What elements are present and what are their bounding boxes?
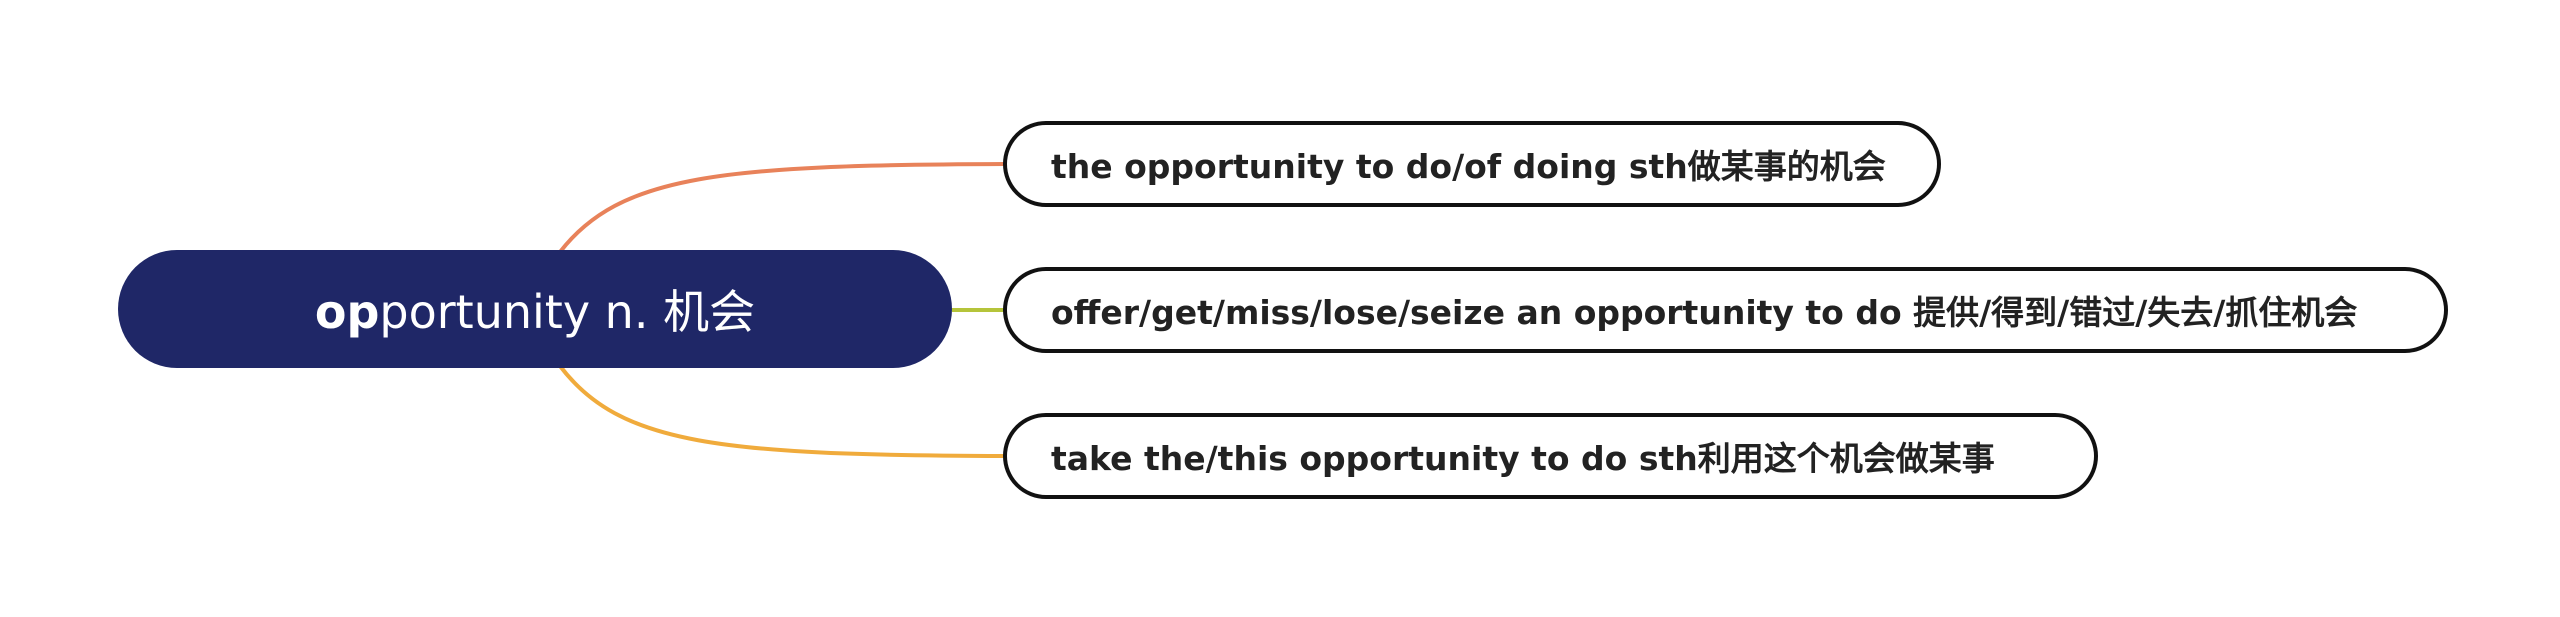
branch-node-1[interactable]: offer/get/miss/lose/seize an opportunity…: [1003, 267, 2448, 353]
branch-label-2: take the/this opportunity to do sth利用这个机…: [1051, 439, 1995, 478]
branch-label-1: offer/get/miss/lose/seize an opportunity…: [1051, 293, 2358, 332]
branch-label-0: the opportunity to do/of doing sth做某事的机会: [1051, 147, 1886, 186]
connector-branch-0: [558, 162, 1006, 254]
root-topic-label-bold: op: [314, 285, 380, 339]
root-topic-node[interactable]: opportunity n. 机会: [118, 250, 952, 368]
branch-node-2[interactable]: take the/this opportunity to do sth利用这个机…: [1003, 413, 2098, 499]
branch-node-0[interactable]: the opportunity to do/of doing sth做某事的机会: [1003, 121, 1941, 207]
root-topic-label: opportunity n. 机会: [315, 276, 755, 342]
connector-branch-2: [558, 364, 1006, 458]
root-topic-label-rest: portunity n. 机会: [379, 285, 756, 339]
